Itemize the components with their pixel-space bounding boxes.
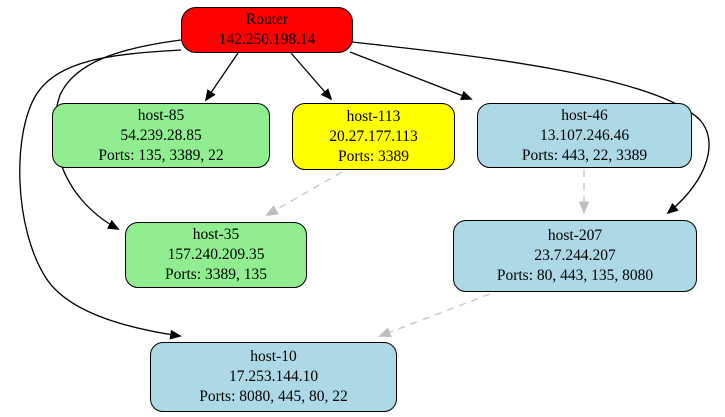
node-host-113-ports: Ports: 3389: [337, 147, 410, 165]
node-host-10-ports: Ports: 8080, 445, 80, 22: [199, 388, 348, 405]
edge-router-host-207: [351, 41, 710, 215]
node-host-85: host-85 54.239.28.85 Ports: 135, 3389, 2…: [52, 103, 270, 168]
node-host-207-ports: Ports: 80, 443, 135, 8080: [496, 267, 654, 284]
node-router-name: Router: [245, 11, 289, 28]
node-host-46-ip: 13.107.246.46: [539, 126, 630, 144]
node-host-35-ip: 157.240.209.35: [167, 246, 265, 263]
node-host-85-ports: Ports: 135, 3389, 22: [98, 146, 224, 164]
node-host-113-name: host-113: [346, 107, 401, 125]
edge-host-207-host-10: [378, 293, 491, 338]
node-host-35: host-35 157.240.209.35 Ports: 3389, 135: [125, 222, 307, 288]
edge-host-113-host-35: [265, 171, 343, 216]
node-router-ip: 142.250.198.14: [218, 31, 316, 48]
node-host-113-ip: 20.27.177.113: [329, 127, 418, 145]
edge-router-host-10: [19, 49, 182, 340]
node-host-46-ports: Ports: 443, 22, 3389: [521, 146, 648, 164]
node-host-85-name: host-85: [137, 106, 185, 124]
node-host-113: host-113 20.27.177.113 Ports: 3389: [292, 103, 455, 170]
edge-router-host-113: [290, 52, 333, 101]
node-host-207-ip: 23.7.244.207: [534, 247, 616, 264]
node-router: Router 142.250.198.14: [181, 7, 353, 53]
node-host-10-ip: 17.253.144.10: [228, 368, 319, 385]
node-host-35-name: host-35: [192, 226, 240, 243]
node-host-35-ports: Ports: 3389, 135: [164, 266, 268, 283]
edge-router-host-85: [204, 52, 239, 102]
node-host-207-name: host-207: [547, 227, 603, 244]
node-host-46-name: host-46: [561, 106, 608, 124]
node-host-10: host-10 17.253.144.10 Ports: 8080, 445, …: [150, 342, 397, 412]
edge-router-host-46: [349, 51, 473, 101]
node-host-10-name: host-10: [250, 348, 297, 365]
node-host-85-ip: 54.239.28.85: [120, 126, 202, 144]
node-host-207: host-207 23.7.244.207 Ports: 80, 443, 13…: [453, 220, 697, 292]
edge-router-host-35: [54, 39, 182, 230]
node-host-46: host-46 13.107.246.46 Ports: 443, 22, 33…: [477, 103, 692, 168]
